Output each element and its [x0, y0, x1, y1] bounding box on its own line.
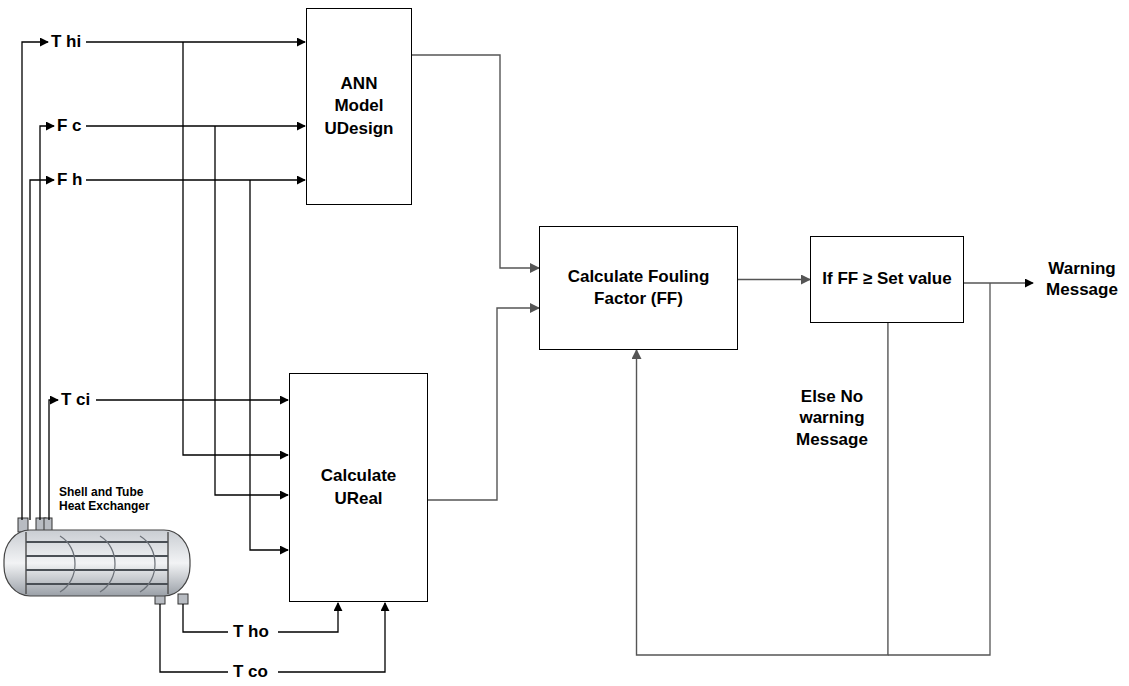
signal-name: F h — [56, 169, 84, 190]
box-label: Calculate UReal — [304, 465, 414, 509]
signal-name: T hi — [50, 31, 82, 52]
signal-name: F c — [56, 115, 83, 136]
process-box: Calculate Fouling Factor (FF) — [539, 226, 738, 350]
signal-name: T co — [232, 661, 269, 682]
signal-name: T ci — [60, 389, 91, 410]
output-wires — [888, 283, 1033, 655]
process-box: Calculate UReal — [289, 373, 428, 602]
equipment-label: Shell and Tube Heat Exchanger — [58, 486, 156, 514]
condition-note: Else No warning Message — [782, 386, 882, 450]
flow-arrow — [637, 323, 888, 655]
flow-arrow — [412, 55, 539, 268]
box-label: If FF ≥ Set value — [822, 268, 951, 290]
flow-arrow — [428, 308, 539, 500]
ann-model-box: ANN Model UDesign — [306, 8, 412, 205]
signal-name: T ho — [232, 621, 270, 642]
decision-box: If FF ≥ Set value — [810, 236, 964, 323]
flow-arrow — [738, 279, 810, 280]
box-label: ANN Model UDesign — [319, 73, 399, 139]
box-label: Calculate Fouling Factor (FF) — [551, 266, 726, 310]
heat-exchanger — [4, 518, 190, 604]
output-label: Warning Message — [1038, 258, 1126, 301]
